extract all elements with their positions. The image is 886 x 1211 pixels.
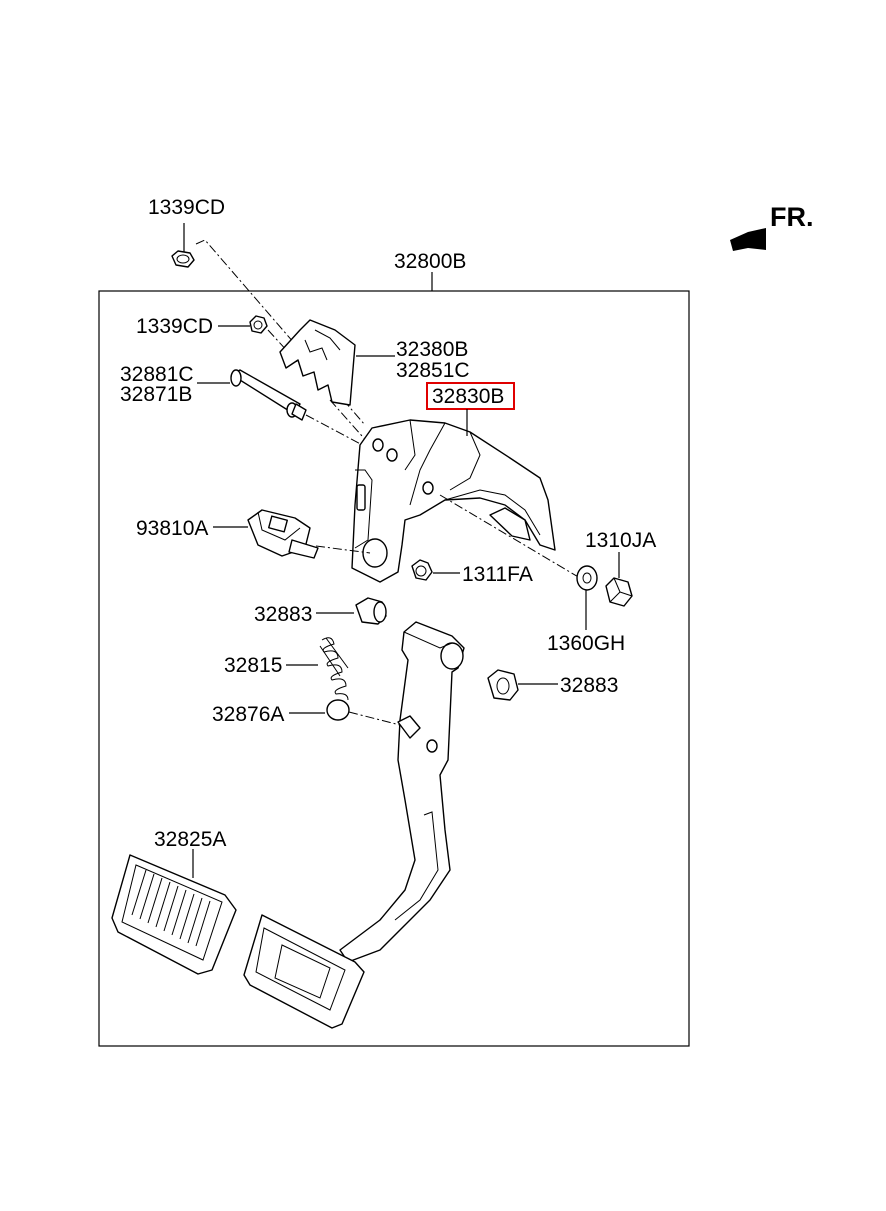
label-32881c: 32881C (120, 363, 194, 386)
label-1339cd: 1339CD (136, 315, 213, 338)
stop-lamp-switch-93810a: 93810A (136, 509, 319, 559)
pivot-pin-32881c: 32881C 32871B (120, 363, 307, 421)
label-32883-left: 32883 (254, 603, 312, 626)
pedal-pad-ribs (131, 869, 211, 947)
label-1310ja: 1310JA (585, 529, 656, 552)
nut-1311fa: 1311FA (411, 559, 533, 586)
label-1339cd-top: 1339CD (148, 196, 225, 219)
label-32871b: 32871B (120, 383, 192, 406)
front-arrow-icon (730, 228, 766, 251)
pedal-pad-32825a: 32825A (111, 828, 237, 975)
nut-1339cd-top: 1339CD (148, 196, 225, 268)
assembly-boundary (98, 290, 690, 1047)
nut-1310ja: 1310JA (585, 529, 656, 607)
label-32815: 32815 (224, 654, 282, 677)
washer-1360gh: 1360GH (547, 565, 625, 655)
bracket-32380b: 32380B 32851C (279, 319, 470, 406)
front-direction-indicator: FR. (730, 202, 814, 251)
label-1311fa: 1311FA (462, 563, 533, 586)
label-32876a: 32876A (212, 703, 284, 726)
label-32883-right: 32883 (560, 674, 618, 697)
bushing-32883-right: 32883 (487, 669, 618, 701)
return-spring-32815: 32815 (224, 637, 349, 701)
label-32830b: 32830B (432, 385, 504, 408)
pedal-pad-on-arm (243, 914, 365, 1029)
assembly-label: 32800B (394, 250, 466, 273)
label-32851c: 32851C (396, 359, 470, 382)
label-32825a: 32825A (154, 828, 226, 851)
pedal-support-bracket-32830b: 32830B (351, 382, 556, 583)
bushing-32883-left: 32883 (254, 597, 387, 626)
label-93810a: 93810A (136, 517, 208, 540)
label-1360gh: 1360GH (547, 632, 625, 655)
stopper-32876a: 32876A (212, 699, 350, 726)
pedal-arm (339, 621, 465, 963)
front-direction-label: FR. (770, 202, 814, 232)
highlight-box-32830b (426, 382, 515, 410)
label-32380b: 32380B (396, 338, 468, 361)
nut-1339cd: 1339CD (136, 315, 268, 338)
